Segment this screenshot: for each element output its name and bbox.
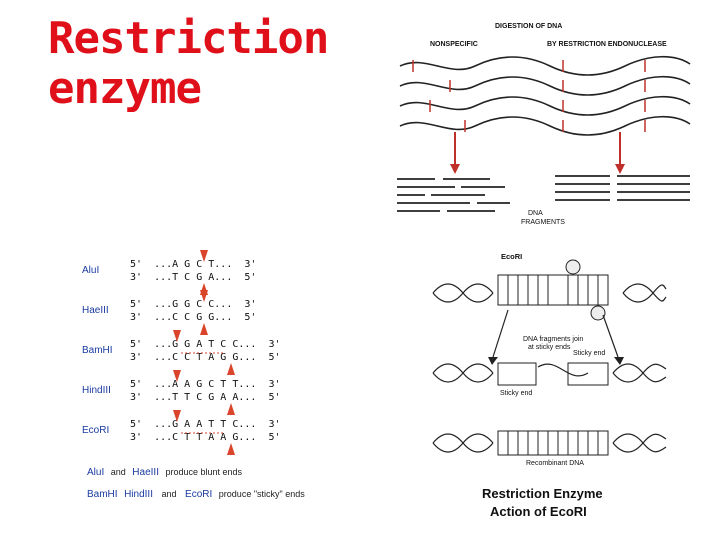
note-connector: and: [111, 467, 126, 477]
cut-arrow-down: [173, 330, 181, 342]
dna-wave: [399, 115, 691, 136]
sequence-bottom: 3' ...C T T A A G... 5': [130, 432, 281, 443]
helix-ladder-top: [497, 274, 609, 306]
sequence-top: 5' ...G G C C... 3': [130, 299, 256, 310]
sticky-end-label: Sticky end: [573, 350, 605, 357]
enzyme-row: BamHI 5' ...G G A T C C... 3' 3' ...C C …: [82, 330, 281, 375]
title-line-1: Restriction: [48, 13, 329, 64]
dna-helix-middle: [432, 363, 667, 383]
dna-wave: [399, 55, 691, 76]
note-enzyme: BamHI: [87, 489, 118, 500]
cut-arrow-up: [200, 323, 208, 335]
enzyme-name: AluI: [82, 265, 99, 276]
enzyme-name: BamHI: [82, 345, 113, 356]
ecori-caption: Restriction Enzyme Action of EcoRI: [482, 486, 603, 519]
flow-arrow-right: [602, 314, 619, 358]
digestion-figure: DIGESTION OF DNA NONSPECIFIC BY RESTRICT…: [397, 23, 691, 226]
caption-line-2: Action of EcoRI: [490, 504, 587, 519]
digest-arrowhead-right: [615, 164, 625, 174]
note-connector: and: [162, 489, 177, 499]
cut-arrow-down: [173, 370, 181, 382]
fragments-label-1: DNA: [528, 210, 543, 217]
enzyme-row: AluI 5' ...A G C T... 3' 3' ...T C G A..…: [82, 250, 256, 295]
sequence-bottom: 3' ...T C G A... 5': [130, 272, 256, 283]
digest-arrowhead-left: [450, 164, 460, 174]
note-enzyme: HaeIII: [132, 467, 159, 478]
dna-wave: [399, 75, 691, 96]
caption-line-1: Restriction Enzyme: [482, 486, 603, 501]
enzyme-blob: [565, 259, 581, 275]
nonspecific-label: NONSPECIFIC: [430, 41, 478, 48]
fragment-lines-right: [555, 175, 690, 201]
flow-arrowhead-right: [614, 357, 624, 365]
enzyme-row: HindIII 5' ...A A G C T T... 3' 3' ...T …: [82, 370, 281, 415]
sequence-bottom: 3' ...C C G G... 5': [130, 312, 256, 323]
note-enzyme: EcoRI: [185, 489, 212, 500]
ecori-figure: EcoRI DNA fragments join at sticky ends …: [432, 252, 667, 467]
enzyme-row: HaeIII 5' ...G G C C... 3' 3' ...C C G G…: [82, 290, 256, 335]
note-enzyme: HindIII: [124, 489, 153, 500]
sequence-top: 5' ...A G C T... 3': [130, 259, 256, 270]
cut-arrow-up: [227, 443, 235, 455]
recombinant-ladder: [497, 430, 609, 456]
cut-arrow-down: [173, 410, 181, 422]
sequence-bottom: 3' ...T T C G A A... 5': [130, 392, 281, 403]
dna-helix-bottom: [432, 433, 667, 453]
title-line-2: enzyme: [48, 63, 202, 114]
enzyme-row: EcoRI 5' ...G A A T T C... 3' 3' ...C T …: [82, 410, 281, 455]
dna-wave: [399, 95, 691, 116]
restriction-label: BY RESTRICTION ENDONUCLEASE: [547, 41, 667, 48]
flow-arrowhead-left: [488, 357, 498, 365]
digestion-heading: DIGESTION OF DNA: [495, 23, 562, 30]
enzyme-sequences: AluI 5' ...A G C T... 3' 3' ...T C G A..…: [82, 250, 305, 500]
fragment-left: [497, 362, 537, 386]
recombinant-rungs: [507, 431, 599, 455]
page-title: Restriction enzyme: [48, 13, 329, 114]
cut-label-1: DNA fragments join: [523, 336, 583, 343]
cut-arrow-down: [200, 250, 208, 262]
flow-arrow-left: [492, 309, 509, 358]
helix-rungs-top: [507, 275, 599, 305]
dna-wave-group: [399, 55, 691, 136]
fragment-right: [567, 362, 609, 386]
enzyme-name: EcoRI: [82, 425, 109, 436]
sequence-top: 5' ...G G A T C C... 3': [130, 339, 281, 350]
cut-arrow-down: [200, 290, 208, 302]
recombinant-label: Recombinant DNA: [526, 460, 584, 467]
sequence-bottom: 3' ...C C T A G G... 5': [130, 352, 281, 363]
sequence-top: 5' ...A A G C T T... 3': [130, 379, 281, 390]
enzyme-blob: [590, 305, 606, 321]
dna-helix-top: [432, 283, 667, 303]
enzyme-name: HaeIII: [82, 305, 109, 316]
sequence-top: 5' ...G A A T T C... 3': [130, 419, 281, 430]
cut-arrow-up: [227, 363, 235, 375]
ecori-enzyme-label: EcoRI: [501, 252, 522, 261]
blunt-ends-note: AluI and HaeIII produce blunt ends: [87, 467, 243, 478]
cut-label-2: at sticky ends: [528, 344, 571, 351]
cut-marks: [412, 60, 646, 132]
fragment-lines-left: [397, 178, 510, 212]
cut-arrow-up: [227, 403, 235, 415]
note-text: produce blunt ends: [166, 467, 243, 477]
sticky-ends-note: BamHI HindIII and EcoRI produce "sticky"…: [87, 489, 305, 500]
enzyme-name: HindIII: [82, 385, 111, 396]
fragments-label-2: FRAGMENTS: [521, 219, 565, 226]
note-text: produce "sticky" ends: [219, 489, 305, 499]
note-enzyme: AluI: [87, 467, 104, 478]
sticky-end-label: Sticky end: [500, 390, 532, 397]
